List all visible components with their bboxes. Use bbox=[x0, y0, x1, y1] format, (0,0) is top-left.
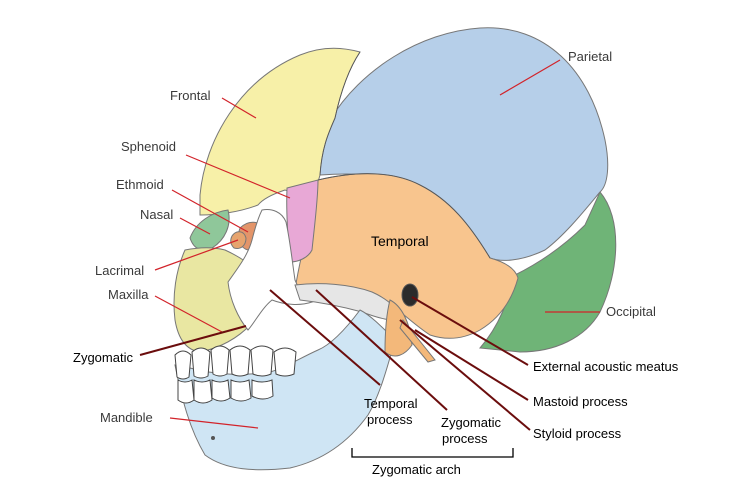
label-nasal: Nasal bbox=[140, 207, 173, 222]
sphenoid-bone bbox=[286, 179, 319, 263]
label-lacrimal: Lacrimal bbox=[95, 263, 144, 278]
leader-zygomatic bbox=[139, 325, 247, 356]
label-ethmoid: Ethmoid bbox=[116, 177, 164, 192]
leader-styloid-process bbox=[399, 319, 531, 431]
thin-leader-lines bbox=[154, 59, 600, 429]
label-maxilla: Maxilla bbox=[108, 287, 149, 302]
mastoid-process-bone bbox=[384, 299, 413, 357]
bold-leader-lines bbox=[139, 289, 531, 431]
leader-zygomatic-process bbox=[315, 289, 448, 411]
leader-sphenoid bbox=[185, 154, 291, 199]
leader-ethmoid bbox=[171, 189, 249, 233]
label-mandible: Mandible bbox=[100, 410, 153, 425]
zygomatic-bone bbox=[227, 209, 314, 331]
leader-nasal bbox=[179, 217, 211, 235]
label-mastoid-process: Mastoid process bbox=[533, 394, 628, 409]
label-zygomatic-process-line1: Zygomatic bbox=[441, 415, 501, 430]
lacrimal-bone bbox=[230, 231, 247, 249]
label-zygomatic-arch: Zygomatic arch bbox=[372, 462, 461, 477]
zygomatic-arch-bracket bbox=[351, 448, 514, 458]
label-styloid-process: Styloid process bbox=[533, 426, 622, 441]
leader-mandible bbox=[169, 417, 259, 429]
label-external-acoustic-meatus: External acoustic meatus bbox=[533, 359, 679, 374]
label-parietal: Parietal bbox=[568, 49, 612, 64]
leader-mastoid-process bbox=[414, 329, 529, 401]
label-temporal-process-line1: Temporal bbox=[364, 396, 418, 411]
teeth bbox=[174, 345, 297, 404]
label-frontal: Frontal bbox=[170, 88, 211, 103]
leader-lacrimal bbox=[154, 239, 239, 271]
leader-temporal-process bbox=[269, 289, 381, 386]
label-sphenoid: Sphenoid bbox=[121, 139, 176, 154]
leader-maxilla bbox=[154, 295, 223, 333]
label-temporal: Temporal bbox=[371, 233, 429, 249]
label-occipital: Occipital bbox=[606, 304, 656, 319]
label-temporal-process-line2: process bbox=[367, 412, 413, 427]
label-zygomatic-process-line2: process bbox=[442, 431, 488, 446]
styloid-process-bone bbox=[399, 319, 436, 363]
label-zygomatic: Zygomatic bbox=[73, 350, 133, 365]
suture-squamosal bbox=[317, 173, 491, 259]
nasal-bone bbox=[189, 209, 230, 251]
external-acoustic-meatus-hole bbox=[401, 283, 419, 307]
leader-parietal bbox=[499, 59, 561, 96]
suture-coronal bbox=[319, 51, 361, 176]
mental-foramen bbox=[211, 436, 215, 440]
leader-external-acoustic-meatus bbox=[411, 296, 529, 366]
leader-frontal bbox=[221, 97, 257, 119]
